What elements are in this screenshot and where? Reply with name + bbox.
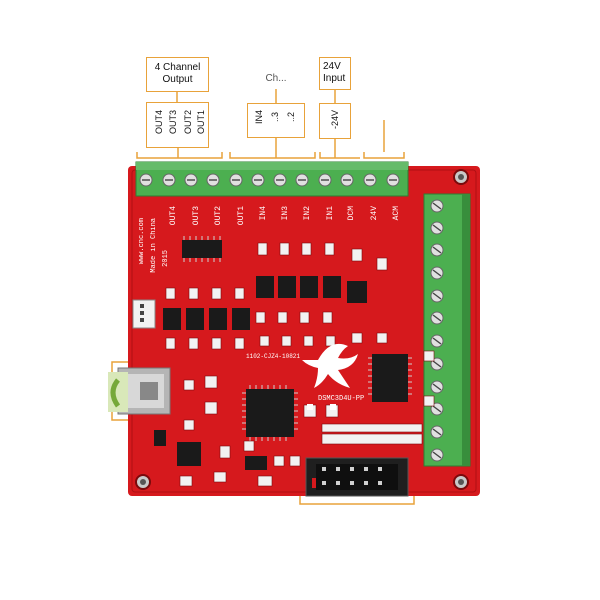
silk-out4: OUT4: [169, 206, 178, 226]
silk-dcm: DCM: [347, 206, 356, 221]
logo-bird-graphic: [302, 343, 358, 388]
callout-input-title-text: Ch...: [265, 73, 287, 84]
silk-out2: OUT2: [214, 206, 223, 226]
silk-made-in: Made in China: [150, 218, 158, 273]
callout-power-line2: Input: [323, 73, 346, 84]
silk-acm: ACM: [392, 206, 401, 221]
callout-4-channel-output: 4 Channel Output: [146, 57, 209, 92]
silk-in4: IN4: [259, 206, 268, 221]
callout-input-pins: IN4 ..3 ..2: [247, 103, 305, 138]
side-connector: [132, 299, 156, 329]
silk-serial: 1102-CJZ4-10821: [246, 353, 301, 360]
smd-components: [165, 242, 435, 487]
crystal: [154, 430, 166, 446]
silk-in3: IN3: [281, 206, 290, 221]
silk-out3: OUT3: [192, 206, 201, 226]
callout-power-line1: 24V: [323, 61, 341, 72]
silk-year: 2015: [162, 250, 170, 267]
silk-website: www.cnc.com: [138, 218, 146, 265]
callout-output-line1: 4 Channel: [154, 62, 201, 73]
silk-in1: IN1: [326, 206, 335, 221]
silk-model: DSMC3D4U-PP: [318, 395, 365, 403]
silk-out1: OUT1: [237, 206, 246, 226]
right-terminal-block: [423, 193, 471, 467]
ic-pins: [183, 236, 412, 441]
callout-power-pins: -24V: [319, 103, 351, 139]
pin-header: [305, 457, 409, 497]
mounting-holes: [135, 169, 469, 490]
silk-24v: 24V: [370, 206, 379, 221]
callout-input-title: Ch...: [247, 65, 305, 89]
ic-chips: [163, 240, 408, 470]
top-terminal-block: [135, 161, 409, 197]
usb-port: [108, 367, 171, 415]
callout-24v-input: 24V Input: [319, 57, 351, 90]
led-row: [307, 404, 336, 410]
callout-output-line2: Output: [162, 74, 193, 85]
silk-in2: IN2: [303, 206, 312, 221]
callout-output-pins: OUT1 OUT2 OUT3 OUT4: [146, 102, 209, 148]
